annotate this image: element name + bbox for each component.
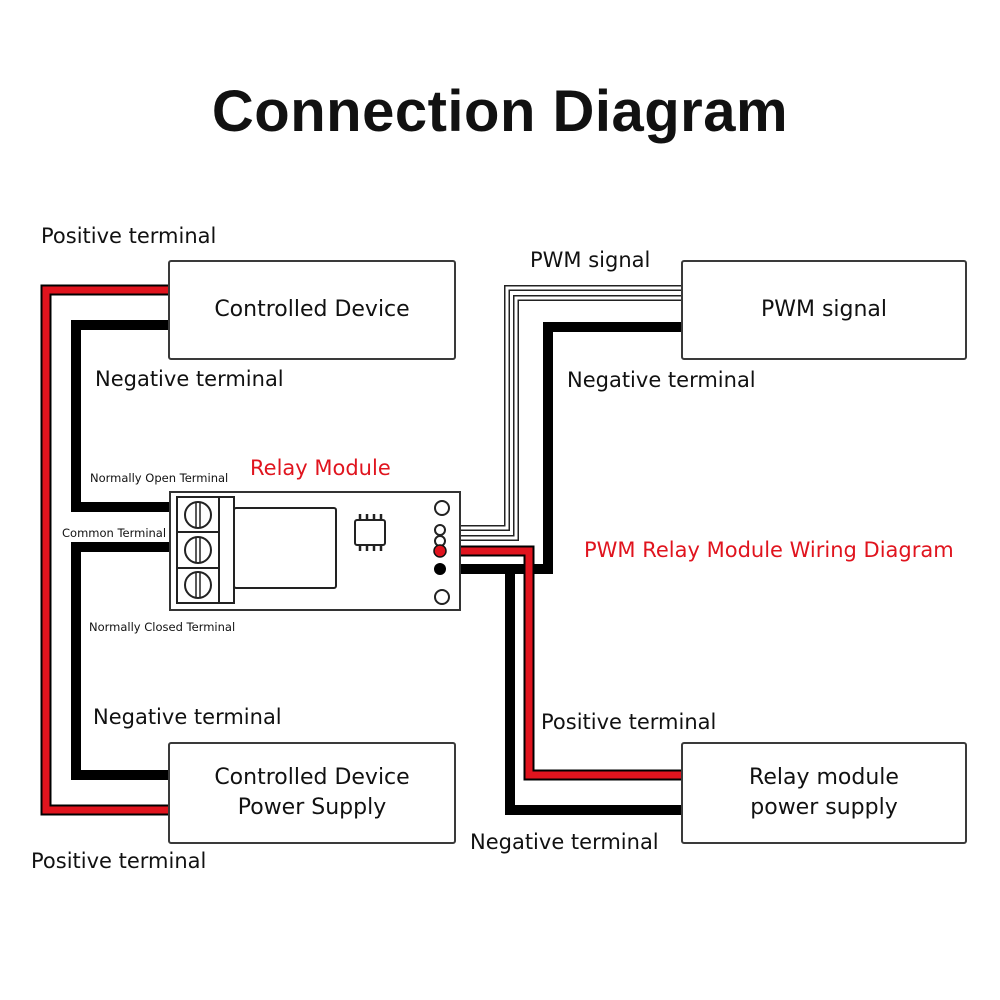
pwm-signal-box: PWM signal	[681, 260, 967, 360]
cdps-label-line1: Controlled Device	[214, 765, 410, 790]
controlled-device-box: Controlled Device	[168, 260, 456, 360]
relay-module-label: Relay Module	[250, 456, 391, 480]
mounting-hole-top	[434, 500, 450, 516]
normally-closed-terminal-label: Normally Closed Terminal	[89, 620, 236, 634]
wire-relay-negative	[440, 564, 683, 815]
cd-negative-terminal-label: Negative terminal	[95, 367, 284, 391]
mounting-hole-bottom	[434, 589, 450, 605]
wiring-diagram-subtitle: PWM Relay Module Wiring Diagram	[584, 538, 954, 562]
cdps-label-line2: Power Supply	[237, 795, 387, 820]
normally-open-terminal-label: Normally Open Terminal	[90, 471, 229, 485]
pwm-signal-box-label: PWM signal	[760, 297, 888, 322]
wire-relay-positive	[440, 545, 683, 781]
cd-positive-terminal-label: Positive terminal	[41, 224, 217, 248]
relay-ps-negative-terminal-label: Negative terminal	[470, 830, 659, 854]
relay-coil	[233, 507, 337, 589]
page-title: Connection Diagram	[211, 79, 789, 144]
wire-pwm-signal	[440, 285, 683, 541]
relay-ps-label-line1: Relay module	[749, 765, 899, 790]
relay-ps-positive-terminal-label: Positive terminal	[541, 710, 717, 734]
common-terminal-label: Common Terminal	[62, 526, 167, 540]
screw-terminal-nc	[184, 571, 212, 599]
wire-pwm-negative	[440, 322, 683, 574]
ic-chip-icon	[354, 514, 386, 551]
screw-terminal-no	[184, 501, 212, 529]
relay-ps-label-line2: power supply	[750, 795, 898, 820]
controlled-device-power-supply-box: Controlled Device Power Supply	[168, 742, 456, 844]
wire-negative-device-to-no	[71, 320, 182, 512]
pwm-negative-terminal-label: Negative terminal	[567, 368, 756, 392]
wire-common-to-supply-negative	[71, 542, 182, 780]
cdps-negative-terminal-label: Negative terminal	[93, 705, 282, 729]
controlled-device-label: Controlled Device	[214, 297, 410, 322]
pwm-signal-wire-label: PWM signal	[530, 248, 651, 272]
relay-module-board	[169, 491, 461, 611]
cdps-positive-terminal-label: Positive terminal	[31, 849, 207, 873]
screw-terminal-common	[184, 536, 212, 564]
relay-module-power-supply-box: Relay module power supply	[681, 742, 967, 844]
wire-positive-left	[40, 284, 172, 816]
